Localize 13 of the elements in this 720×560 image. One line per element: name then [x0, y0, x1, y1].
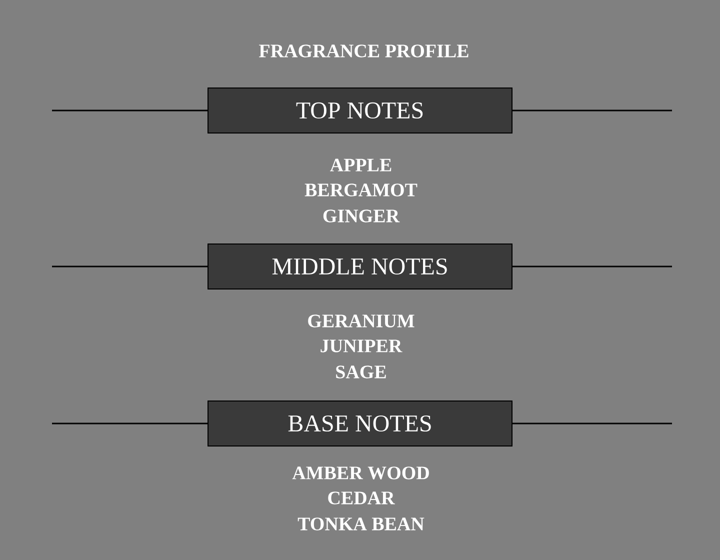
note-item: TONKA BEAN	[298, 518, 424, 530]
note-item: GERANIUM	[308, 314, 414, 328]
section-band: BASE NOTES	[208, 400, 512, 446]
section-band: MIDDLE NOTES	[208, 244, 512, 290]
note-item: JUNIPER	[320, 340, 402, 352]
note-item: BERGAMOT	[304, 184, 418, 196]
note-item: APPLE	[330, 158, 392, 172]
note-item: GINGER	[323, 210, 400, 222]
note-item: AMBER WOOD	[292, 466, 429, 480]
title: FRAGRANCE PROFILE	[259, 44, 468, 58]
note-item: CEDAR	[328, 492, 395, 504]
section-band: TOP NOTES	[208, 88, 512, 134]
note-item: SAGE	[336, 366, 386, 378]
